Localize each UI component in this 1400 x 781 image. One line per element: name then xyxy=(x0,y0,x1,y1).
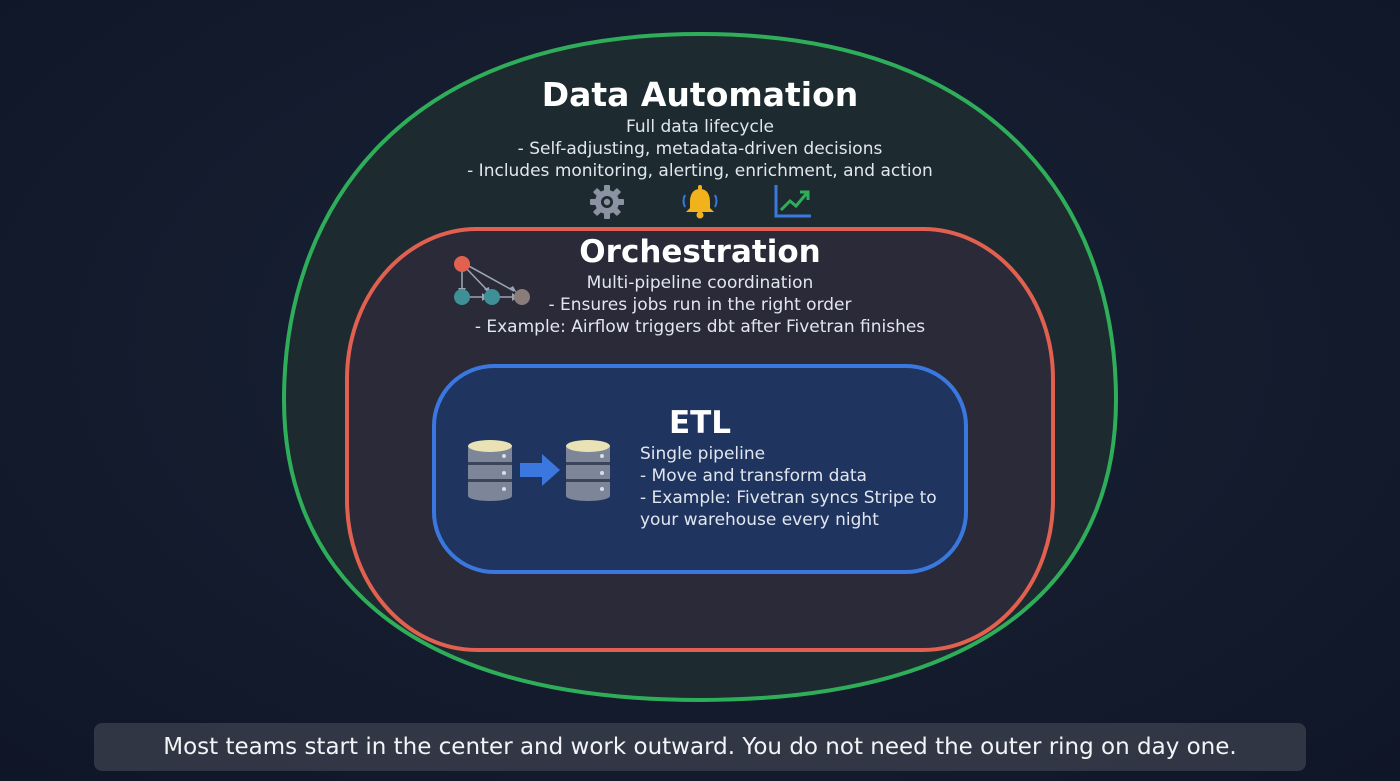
orchestration-line: - Ensures jobs run in the right order xyxy=(548,295,852,315)
database-target-icon xyxy=(566,440,610,501)
orchestration-title: Orchestration xyxy=(579,234,821,270)
etl-text: Single pipeline - Move and transform dat… xyxy=(640,443,970,531)
automation-line: - Includes monitoring, alerting, enrichm… xyxy=(467,161,933,181)
dag-icon xyxy=(454,256,530,305)
orchestration-line: - Example: Airflow triggers dbt after Fi… xyxy=(474,317,926,337)
database-source-icon xyxy=(468,440,512,501)
trend-chart-icon xyxy=(774,185,811,218)
orchestration-line: Multi-pipeline coordination xyxy=(586,273,814,293)
orchestration-text: Orchestration Multi-pipeline coordinatio… xyxy=(400,232,1000,338)
automation-line: - Self-adjusting, metadata-driven decisi… xyxy=(517,139,883,159)
bell-icon xyxy=(682,185,718,219)
automation-text: Data Automation Full data lifecycle - Se… xyxy=(350,74,1050,182)
etl-line: - Move and transform data xyxy=(640,466,867,486)
gear-icon xyxy=(590,185,624,219)
etl-line: your warehouse every night xyxy=(640,510,879,530)
etl-line: Single pipeline xyxy=(640,444,766,464)
automation-line: Full data lifecycle xyxy=(626,117,774,137)
automation-title: Data Automation xyxy=(541,75,859,114)
caption-bar: Most teams start in the center and work … xyxy=(94,723,1306,771)
etl-title: ETL xyxy=(668,405,732,441)
etl-line: - Example: Fivetran syncs Stripe to xyxy=(640,488,937,508)
arrow-right-icon xyxy=(520,454,560,486)
etl-ring xyxy=(432,364,968,574)
